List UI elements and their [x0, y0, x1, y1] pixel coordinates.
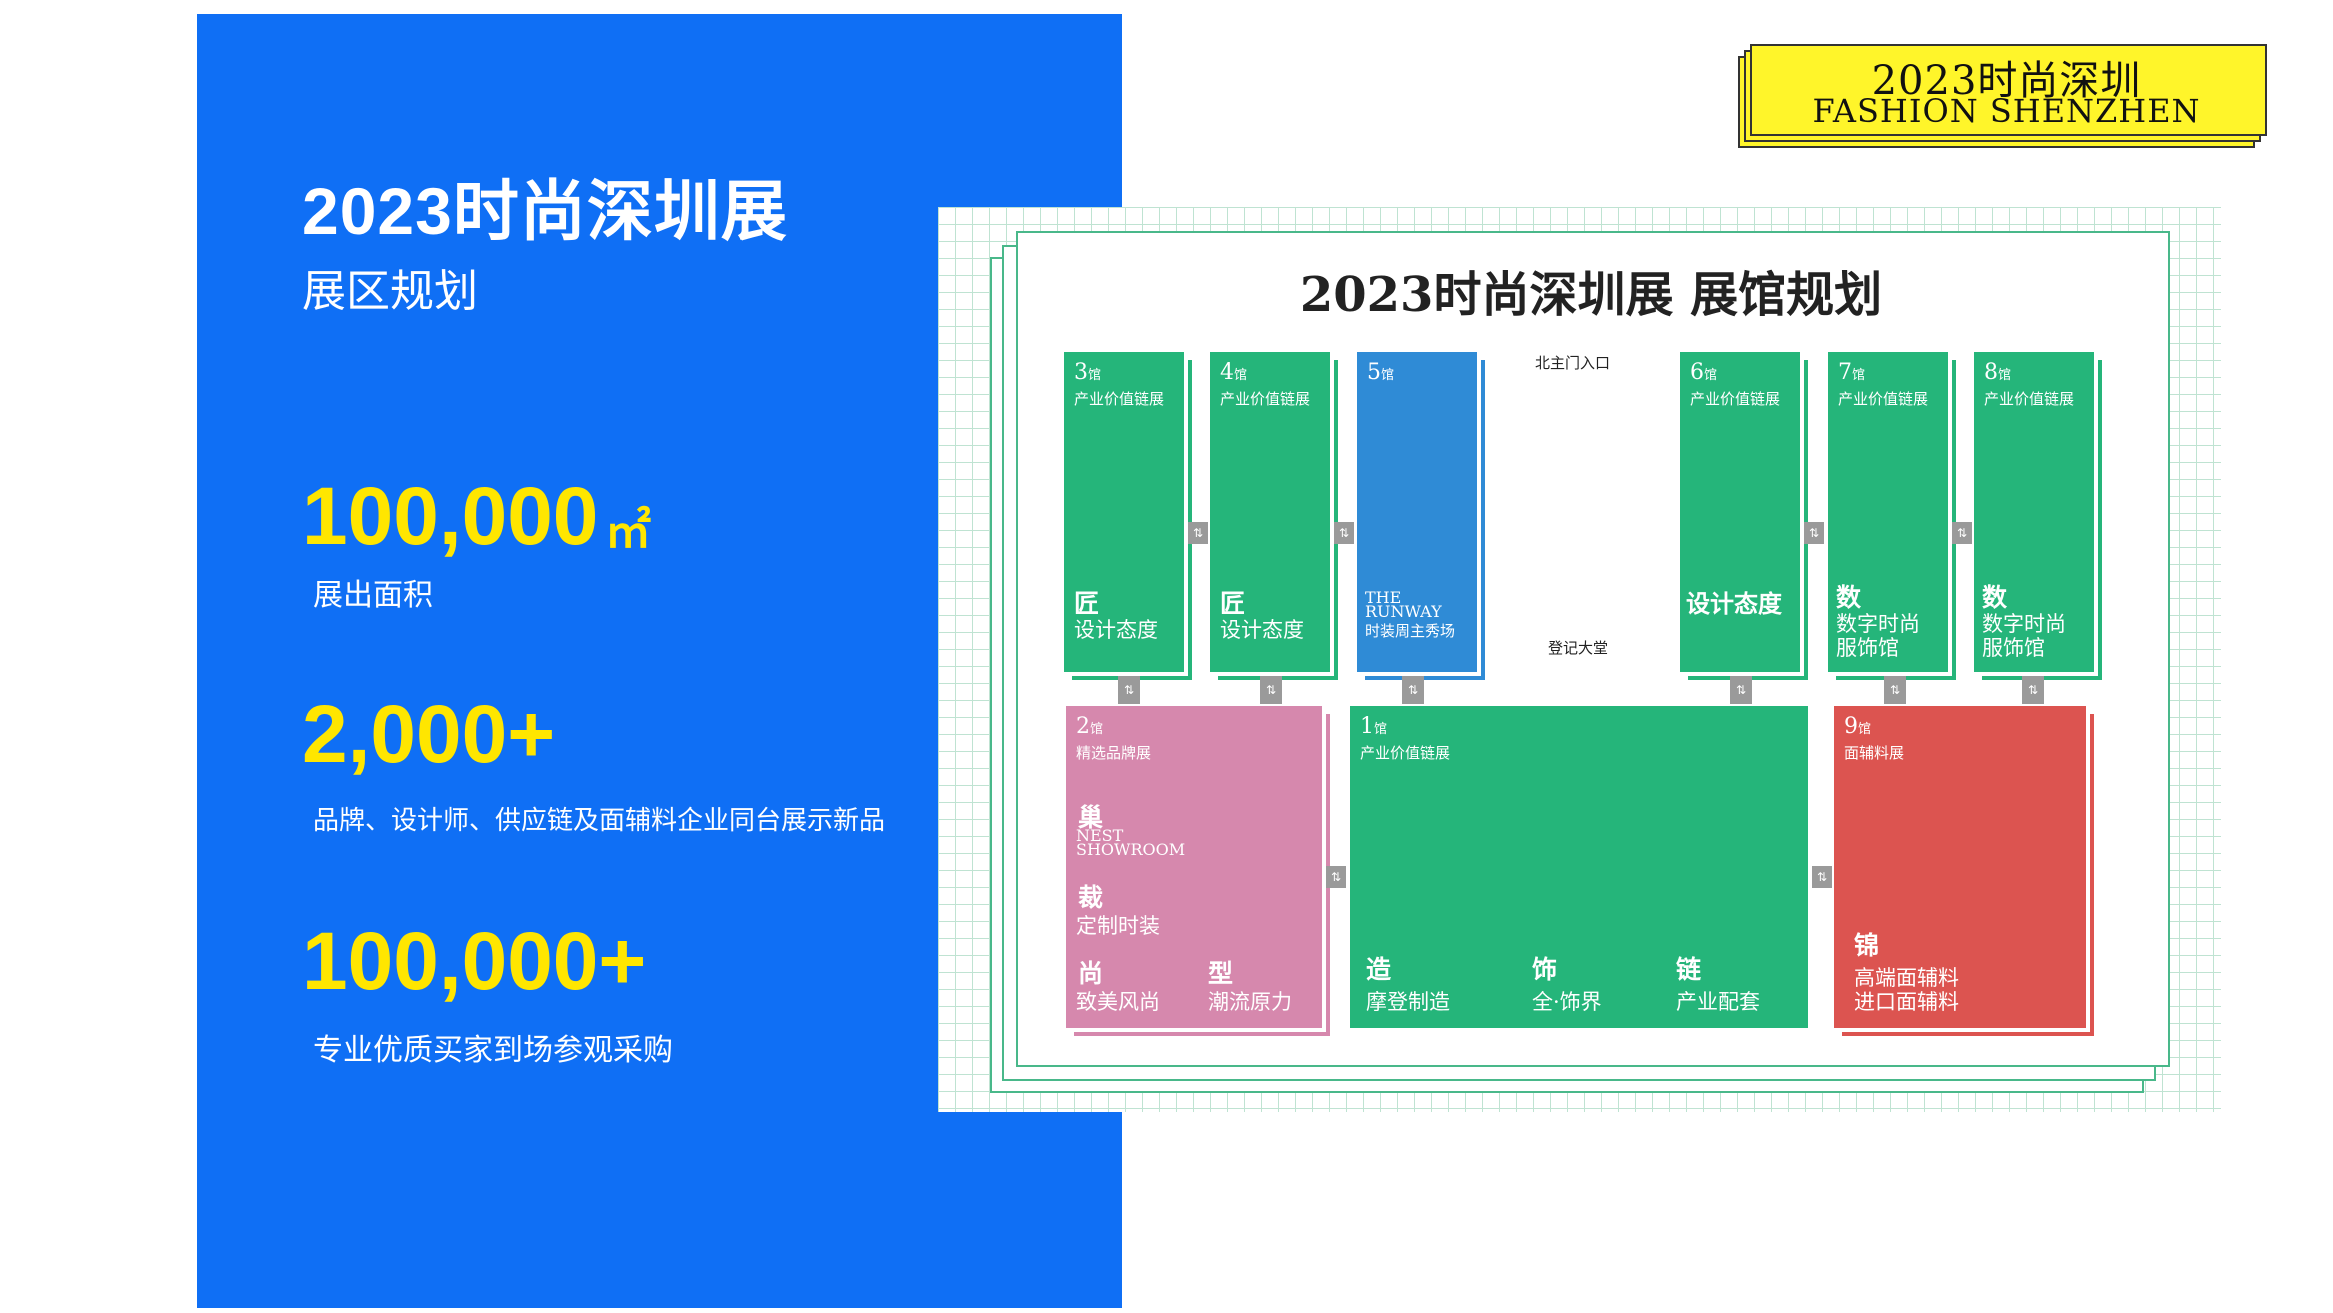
hall-5[interactable]: 5馆 THE RUNWAY 时装周主秀场 [1357, 352, 1477, 672]
subtitle: 展区规划 [302, 267, 478, 316]
connector-2-1: ⇅ [1326, 866, 1346, 888]
hall-8-tag: 产业价值链展 [1984, 391, 2075, 408]
hall-8[interactable]: 8馆 产业价值链展 数 数字时尚 服饰馆 [1974, 352, 2094, 672]
hall-1-desc-chain: 产业配套 [1676, 990, 1760, 1014]
stat-exhibitors-label: 品牌、设计师、供应链及面辅料企业同台展示新品 [313, 805, 886, 835]
main-title: 2023时尚深圳展 [302, 174, 788, 248]
hall-7-number: 7馆 [1838, 360, 1866, 385]
connector-7-9: ⇅ [1884, 676, 1906, 704]
hall-2-heading-tailor: 裁 [1078, 883, 1104, 912]
hall-1-heading-chain: 链 [1676, 955, 1702, 984]
hall-2-heading-style: 尚 [1078, 959, 1104, 988]
hall-2-desc-trend: 潮流原力 [1208, 990, 1292, 1014]
hall-6-tag: 产业价值链展 [1690, 391, 1781, 408]
hall-2[interactable]: 2馆 精选品牌展 巢 NEST SHOWROOM 裁 定制时装 尚 致美风尚 型… [1066, 706, 1322, 1028]
connector-7-8: ⇅ [1952, 522, 1972, 544]
hall-7-desc2: 服饰馆 [1836, 636, 1899, 660]
hall-3-tag: 产业价值链展 [1074, 391, 1165, 408]
hall-8-heading: 数 [1982, 583, 2008, 612]
hall-2-tag: 精选品牌展 [1076, 745, 1152, 762]
hall-3-heading: 匠 [1074, 589, 1100, 618]
connector-6-1: ⇅ [1730, 676, 1752, 704]
logo-line2: FASHION SHENZHEN [1812, 92, 2201, 130]
hall-2-number: 2馆 [1076, 714, 1104, 739]
hall-6[interactable]: 6馆 产业价值链展 设计态度 [1680, 352, 1800, 672]
hall-9-tag: 面辅料展 [1844, 745, 1905, 762]
hall-2-en1: NEST [1076, 826, 1124, 845]
hall-5-desc: 时装周主秀场 [1365, 622, 1456, 640]
hall-9-desc1: 高端面辅料 [1854, 966, 1959, 990]
hall-4-tag: 产业价值链展 [1220, 391, 1311, 408]
connector-5-1: ⇅ [1402, 676, 1424, 704]
connector-4-2: ⇅ [1260, 676, 1282, 704]
hall-7-heading: 数 [1836, 583, 1862, 612]
connector-6-7: ⇅ [1804, 522, 1824, 544]
hall-1-desc-accessory: 全·饰界 [1532, 990, 1602, 1014]
connector-1-9: ⇅ [1812, 866, 1832, 888]
hall-2-desc-tailor: 定制时装 [1076, 914, 1160, 938]
hall-8-desc2: 服饰馆 [1982, 636, 2045, 660]
hall-4-desc: 设计态度 [1220, 618, 1304, 642]
floor-plan-title: 2023时尚深圳展 展馆规划 [1299, 267, 1883, 323]
hall-3-desc: 设计态度 [1074, 618, 1158, 642]
hall-2-heading-trend: 型 [1208, 959, 1234, 988]
hall-1-desc-make: 摩登制造 [1366, 990, 1450, 1014]
hall-1[interactable]: 1馆 产业价值链展 造 摩登制造 饰 全·饰界 链 产业配套 [1350, 706, 1808, 1028]
hall-7-tag: 产业价值链展 [1838, 391, 1929, 408]
hall-3-number: 3馆 [1074, 360, 1102, 385]
hall-1-heading-accessory: 饰 [1532, 955, 1558, 984]
hall-1-tag: 产业价值链展 [1360, 745, 1451, 762]
hall-4-heading: 匠 [1220, 589, 1246, 618]
hall-9-heading: 锦 [1854, 931, 1880, 960]
stat-area-value: 100,000 [302, 471, 599, 562]
hall-5-en1: THE [1365, 588, 1402, 607]
hall-8-number: 8馆 [1984, 360, 2012, 385]
hall-4[interactable]: 4馆 产业价值链展 匠 设计态度 [1210, 352, 1330, 672]
hall-9[interactable]: 9馆 面辅料展 锦 高端面辅料 进口面辅料 [1834, 706, 2086, 1028]
hall-7-desc1: 数字时尚 [1836, 612, 1920, 636]
hall-5-number: 5馆 [1367, 360, 1395, 385]
stat-exhibitors-value: 2,000+ [302, 689, 556, 780]
hall-6-number: 6馆 [1690, 360, 1718, 385]
hall-2-desc-style: 致美风尚 [1076, 990, 1160, 1014]
hall-7[interactable]: 7馆 产业价值链展 数 数字时尚 服饰馆 [1828, 352, 1948, 672]
hall-9-desc2: 进口面辅料 [1854, 990, 1959, 1014]
connector-8-9: ⇅ [2022, 676, 2044, 704]
connector-4-5: ⇅ [1334, 522, 1354, 544]
hall-1-number: 1馆 [1360, 714, 1388, 739]
hall-1-heading-make: 造 [1366, 955, 1392, 984]
stat-area-unit: ㎡ [605, 505, 651, 557]
hall-2-en2: SHOWROOM [1076, 840, 1186, 859]
stat-buyers-value: 100,000+ [302, 916, 647, 1007]
hall-5-en2: RUNWAY [1365, 602, 1442, 621]
north-entrance-label: 北主门入口 [1535, 354, 1611, 372]
hall-8-desc1: 数字时尚 [1982, 612, 2066, 636]
connector-3-4: ⇅ [1188, 522, 1208, 544]
hall-9-number: 9馆 [1844, 714, 1872, 739]
logo-line1: 2023时尚深圳 [1871, 58, 2142, 104]
hall-6-heading: 设计态度 [1686, 589, 1782, 618]
hall-3[interactable]: 3馆 产业价值链展 匠 设计态度 [1064, 352, 1184, 672]
stat-buyers-label: 专业优质买家到场参观采购 [313, 1034, 673, 1067]
connector-3-2: ⇅ [1118, 676, 1140, 704]
hall-2-heading-nest: 巢 [1078, 803, 1104, 832]
registration-hall-label: 登记大堂 [1548, 639, 1609, 657]
logo [1750, 44, 2267, 136]
hall-4-number: 4馆 [1220, 360, 1248, 385]
stat-area-label: 展出面积 [313, 579, 433, 612]
